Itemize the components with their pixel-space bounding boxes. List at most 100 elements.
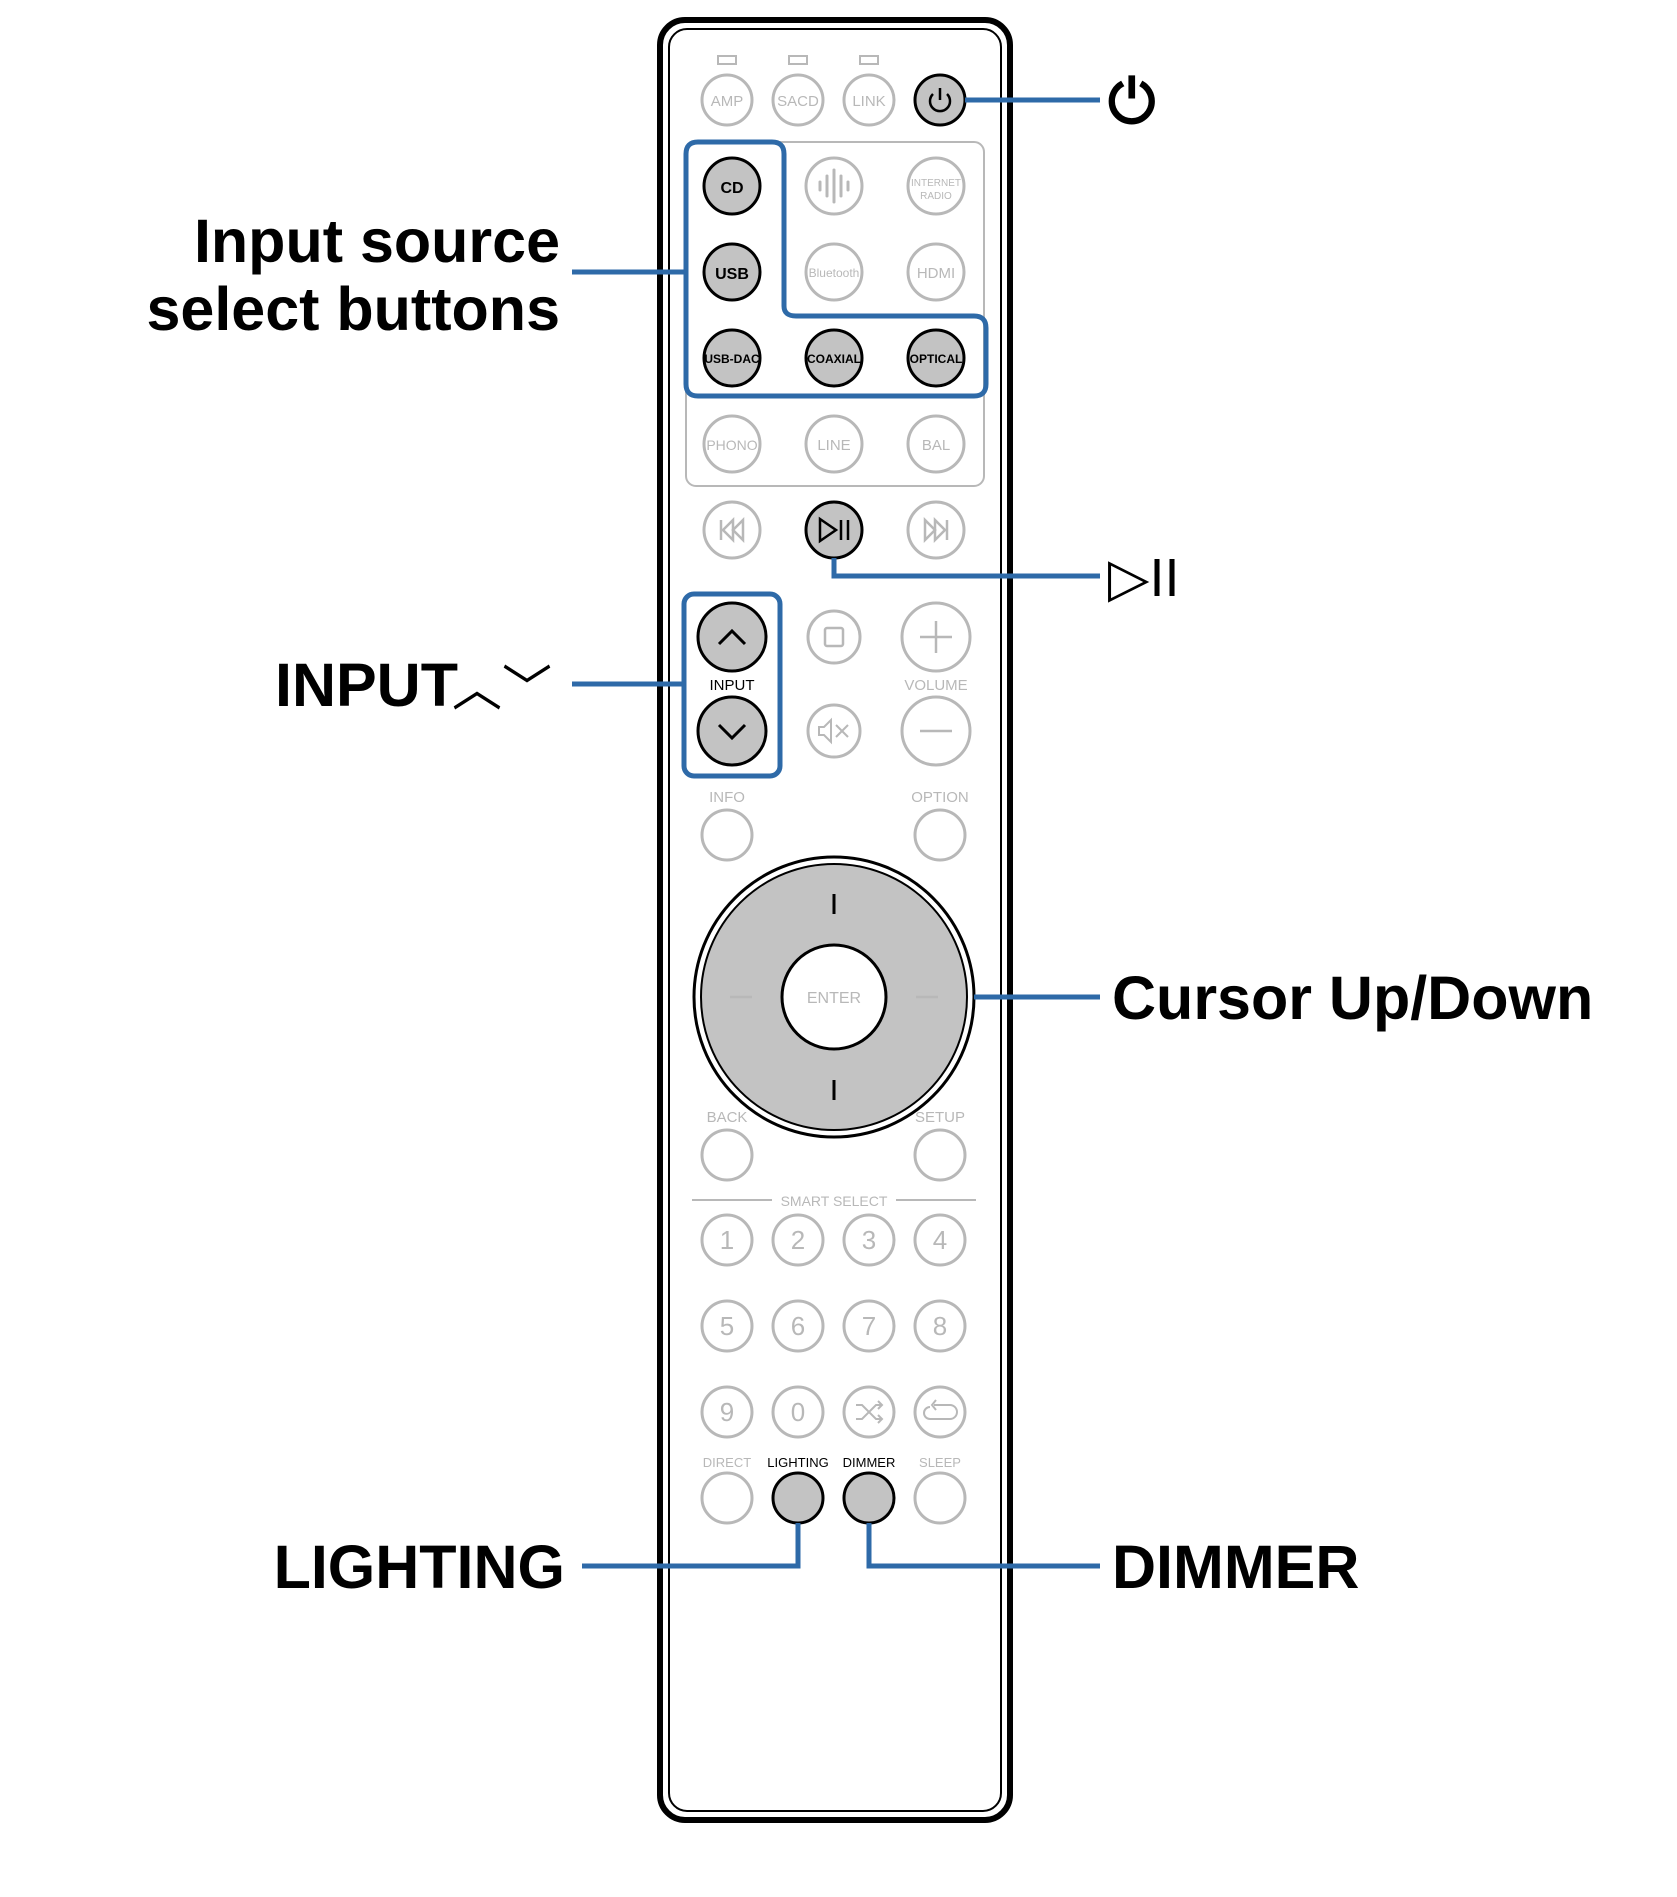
bal-button[interactable]: BAL bbox=[906, 414, 966, 474]
line-button[interactable]: LINE bbox=[804, 414, 864, 474]
input-arrows-callout-label: ︿﹀ bbox=[452, 661, 552, 717]
stop-icon bbox=[823, 626, 845, 648]
coaxial-label: COAXIAL bbox=[807, 352, 861, 366]
link-label: LINK bbox=[852, 93, 885, 110]
number-5-label: 5 bbox=[720, 1311, 734, 1341]
phono-button[interactable]: PHONO bbox=[702, 414, 762, 474]
option-label: OPTION bbox=[911, 789, 969, 806]
smart-select-block: SMART SELECT 1 2 3 4 5 6 7 8 9 0 bbox=[692, 1193, 976, 1439]
next-icon bbox=[923, 516, 949, 544]
play-pause-icon bbox=[818, 516, 850, 544]
mute-button[interactable] bbox=[806, 703, 862, 759]
back-setup-row: BACK SETUP bbox=[700, 1109, 967, 1182]
input-down-button[interactable] bbox=[696, 695, 768, 767]
input-callout-label: INPUT bbox=[275, 651, 458, 719]
transport-row bbox=[702, 500, 966, 560]
bal-label: BAL bbox=[922, 437, 950, 454]
number-0-label: 0 bbox=[791, 1397, 805, 1427]
dimmer-callout-label: DIMMER bbox=[1112, 1533, 1359, 1601]
usb-label: USB bbox=[715, 266, 749, 283]
number-2-label: 2 bbox=[791, 1225, 805, 1255]
optical-button[interactable]: OPTICAL bbox=[906, 328, 966, 388]
lighting-button[interactable] bbox=[771, 1471, 825, 1525]
power-button[interactable] bbox=[913, 73, 967, 127]
number-1-label: 1 bbox=[720, 1225, 734, 1255]
cd-button[interactable]: CD bbox=[702, 156, 762, 216]
input-source-callout-line2: select buttons bbox=[146, 275, 560, 343]
volume-label: VOLUME bbox=[904, 677, 967, 694]
number-2-button[interactable]: 2 bbox=[771, 1213, 825, 1267]
input-volume-block: INPUT VOLUME bbox=[696, 601, 972, 767]
shuffle-button[interactable] bbox=[842, 1385, 896, 1439]
previous-button[interactable] bbox=[702, 500, 762, 560]
number-6-label: 6 bbox=[791, 1311, 805, 1341]
hdmi-button[interactable]: HDMI bbox=[906, 242, 966, 302]
lighting-callout-line bbox=[582, 1523, 801, 1569]
dimmer-callout-line bbox=[866, 1523, 1100, 1569]
smart-select-label: SMART SELECT bbox=[781, 1193, 888, 1209]
chevron-up-icon bbox=[717, 628, 747, 646]
number-7-button[interactable]: 7 bbox=[842, 1299, 896, 1353]
shuffle-icon bbox=[856, 1400, 884, 1424]
number-8-button[interactable]: 8 bbox=[913, 1299, 967, 1353]
usb-dac-label: USB-DAC bbox=[704, 352, 760, 366]
heos-button[interactable] bbox=[804, 156, 864, 216]
sleep-button[interactable] bbox=[913, 1471, 967, 1525]
line-label: LINE bbox=[817, 437, 850, 454]
enter-button[interactable]: ENTER bbox=[780, 943, 888, 1051]
number-1-button[interactable]: 1 bbox=[700, 1213, 754, 1267]
sacd-indicator bbox=[788, 55, 808, 65]
link-indicator bbox=[859, 55, 879, 65]
coaxial-button[interactable]: COAXIAL bbox=[804, 328, 864, 388]
option-button[interactable] bbox=[913, 808, 967, 862]
bluetooth-button[interactable]: Bluetooth bbox=[804, 242, 864, 302]
lighting-button-label: LIGHTING bbox=[767, 1455, 828, 1470]
volume-up-button[interactable] bbox=[900, 601, 972, 673]
setup-button[interactable] bbox=[913, 1128, 967, 1182]
direct-button[interactable] bbox=[700, 1471, 754, 1525]
number-9-button[interactable]: 9 bbox=[700, 1385, 754, 1439]
direct-label: DIRECT bbox=[703, 1455, 751, 1470]
usb-button[interactable]: USB bbox=[702, 242, 762, 302]
power-icon bbox=[928, 88, 952, 113]
play-pause-callout-line bbox=[831, 558, 1100, 579]
play-pause-button[interactable] bbox=[804, 500, 864, 560]
power-callout-label: ⏻ bbox=[1108, 68, 1155, 135]
number-5-button[interactable]: 5 bbox=[700, 1299, 754, 1353]
lighting-callout-label: LIGHTING bbox=[274, 1533, 565, 1601]
usb-dac-button[interactable]: USB-DAC bbox=[702, 328, 762, 388]
number-3-button[interactable]: 3 bbox=[842, 1213, 896, 1267]
hdmi-label: HDMI bbox=[917, 265, 955, 282]
number-6-button[interactable]: 6 bbox=[771, 1299, 825, 1353]
info-button[interactable] bbox=[700, 808, 754, 862]
cursor-dpad[interactable]: ENTER bbox=[692, 855, 976, 1139]
next-button[interactable] bbox=[906, 500, 966, 560]
enter-label: ENTER bbox=[807, 990, 861, 1007]
info-label: INFO bbox=[709, 789, 745, 806]
cd-label: CD bbox=[720, 180, 743, 197]
sacd-button[interactable]: SACD bbox=[771, 73, 825, 127]
link-button[interactable]: LINK bbox=[842, 73, 896, 127]
number-0-button[interactable]: 0 bbox=[771, 1385, 825, 1439]
volume-down-button[interactable] bbox=[900, 695, 972, 767]
back-button[interactable] bbox=[700, 1128, 754, 1182]
amp-label: AMP bbox=[711, 93, 744, 110]
amp-button[interactable]: AMP bbox=[700, 73, 754, 127]
stop-button[interactable] bbox=[806, 609, 862, 665]
amp-indicator bbox=[717, 55, 737, 65]
number-4-button[interactable]: 4 bbox=[913, 1213, 967, 1267]
dimmer-button[interactable] bbox=[842, 1471, 896, 1525]
input-up-button[interactable] bbox=[696, 601, 768, 673]
previous-icon bbox=[719, 516, 745, 544]
callout-lines bbox=[572, 97, 1100, 1569]
input-source-callout-line1: Input source bbox=[194, 207, 560, 275]
number-8-label: 8 bbox=[933, 1311, 947, 1341]
mute-icon bbox=[818, 717, 849, 745]
setup-label: SETUP bbox=[915, 1109, 965, 1126]
play-pause-callout-label: ▷II bbox=[1108, 548, 1180, 608]
repeat-button[interactable] bbox=[913, 1385, 967, 1439]
number-4-label: 4 bbox=[933, 1225, 947, 1255]
